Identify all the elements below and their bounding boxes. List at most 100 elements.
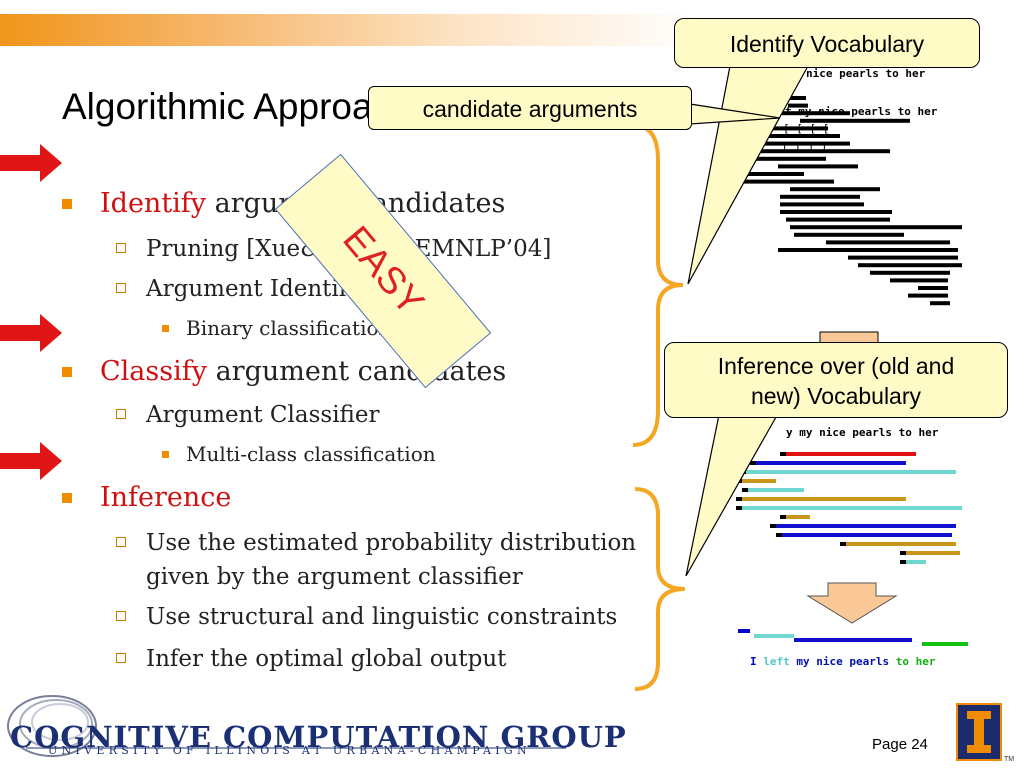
page-number: Page 24 <box>872 736 928 753</box>
hollow-square-icon <box>116 243 126 253</box>
candidate-bar <box>780 210 892 214</box>
role-bar-cap <box>742 488 748 492</box>
page-title: Algorithmic Approach <box>62 86 412 127</box>
sub-bullet-text: Argument Classifier <box>146 402 380 428</box>
role-bar-cap <box>750 461 756 465</box>
trademark: TM <box>1004 756 1015 763</box>
candidate-bar <box>782 111 850 116</box>
role-bar <box>786 515 810 519</box>
bullet-text: argument candidates <box>207 356 507 387</box>
role-bar-cap <box>736 506 742 510</box>
candidate-bar <box>918 286 948 290</box>
candidate-bar <box>788 103 808 108</box>
candidate-bar <box>738 156 826 161</box>
role-bar-cap <box>840 542 846 546</box>
candidate-bar <box>870 270 950 275</box>
callout-line: new) Vocabulary <box>750 383 922 409</box>
bullet-square-icon <box>62 367 72 377</box>
hollow-square-icon <box>116 653 126 663</box>
role-bar-cap <box>780 452 786 456</box>
sentence-fragment: y my nice pearls to her <box>786 426 939 439</box>
hollow-square-icon <box>116 537 126 547</box>
candidate-bar <box>858 263 962 268</box>
candidate-bar <box>738 141 850 146</box>
candidate-bar <box>908 293 948 298</box>
sub-sub-bullet-text: Multi-class classification <box>186 442 436 466</box>
candidate-bar <box>848 255 958 260</box>
red-arrow-icon <box>0 442 62 480</box>
hollow-square-icon <box>116 283 126 293</box>
easy-label: EASY <box>334 218 433 324</box>
candidate-bar <box>782 96 806 100</box>
candidate-bar <box>930 301 950 306</box>
university-name: UNIVERSITY OF ILLINOIS AT URBANA-CHAMPAI… <box>48 744 531 757</box>
final-sentence: I left my nice pearls to her <box>750 655 936 668</box>
role-bar <box>846 542 956 546</box>
sub-bullet-text: Use structural and linguistic constraint… <box>146 604 618 630</box>
candidate-bar <box>734 172 804 176</box>
candidate-bar <box>800 118 910 123</box>
sub-sub-bullet-text: Binary classification <box>186 316 392 340</box>
role-bar <box>786 452 916 456</box>
keyword: Identify <box>100 188 207 219</box>
candidate-bar <box>734 179 834 184</box>
role-bar-cap <box>776 533 782 537</box>
candidate-bar <box>890 278 948 283</box>
role-bar <box>756 461 906 465</box>
role-bar <box>746 470 956 474</box>
hollow-square-icon <box>116 611 126 621</box>
cog-swoosh-logo <box>7 695 566 757</box>
candidate-bar <box>786 217 890 222</box>
role-bar <box>906 551 960 555</box>
sentence-fragment: nice pearls to her <box>806 67 926 80</box>
final-bars <box>738 629 968 646</box>
down-arrow-icon <box>806 582 898 624</box>
bullet-square-icon <box>162 325 169 332</box>
candidate-bar <box>740 149 890 154</box>
candidate-bar <box>790 187 880 192</box>
keyword: Inference <box>100 482 232 513</box>
role-bar <box>782 533 952 537</box>
candidate-bar <box>826 240 950 245</box>
callout-identify-vocabulary: Identify Vocabulary <box>674 18 980 68</box>
candidate-bar <box>778 164 858 169</box>
role-bar <box>906 560 926 564</box>
candidate-bar <box>790 225 962 230</box>
candidate-bar <box>778 248 958 252</box>
role-bar-cap <box>770 524 776 528</box>
role-bar-cap <box>900 560 906 564</box>
illinois-logo-icon <box>956 703 1002 761</box>
candidate-bar <box>794 232 904 237</box>
red-arrow-icon <box>0 314 62 352</box>
callout-line: Inference over (old and <box>717 353 955 379</box>
bullet-square-icon <box>162 451 169 458</box>
header-gradient-bar <box>0 14 700 46</box>
hollow-square-icon <box>116 409 126 419</box>
candidate-bar <box>734 134 840 138</box>
sub-bullet-text: Use the estimated probability distributi… <box>146 530 637 556</box>
org-name: COGNITIVE COMPUTATION GROUP <box>10 720 627 754</box>
callout-inference: Inference over (old and new) Vocabulary <box>664 342 1008 418</box>
candidate-bar <box>780 194 860 199</box>
bullet-square-icon <box>62 493 72 503</box>
bullet-square-icon <box>62 199 72 209</box>
role-bar-cap <box>736 497 742 501</box>
candidate-bar <box>780 202 864 207</box>
role-bar-cap <box>736 479 742 483</box>
red-arrow-icon <box>0 144 62 182</box>
colored-bars <box>736 452 962 564</box>
role-bar <box>748 488 804 492</box>
role-bar <box>736 497 906 501</box>
role-bar-cap <box>780 515 786 519</box>
candidate-bar <box>730 126 828 131</box>
role-bar <box>742 506 962 510</box>
candidate-bars <box>730 96 962 306</box>
keyword: Classify <box>100 356 207 387</box>
sub-bullet-text: Infer the optimal global output <box>146 646 507 672</box>
role-bar-cap <box>900 551 906 555</box>
brace-icon <box>634 487 686 691</box>
role-bar-cap <box>740 470 746 474</box>
role-bar <box>776 524 956 528</box>
sub-bullet-text: given by the argument classifier <box>146 564 523 590</box>
